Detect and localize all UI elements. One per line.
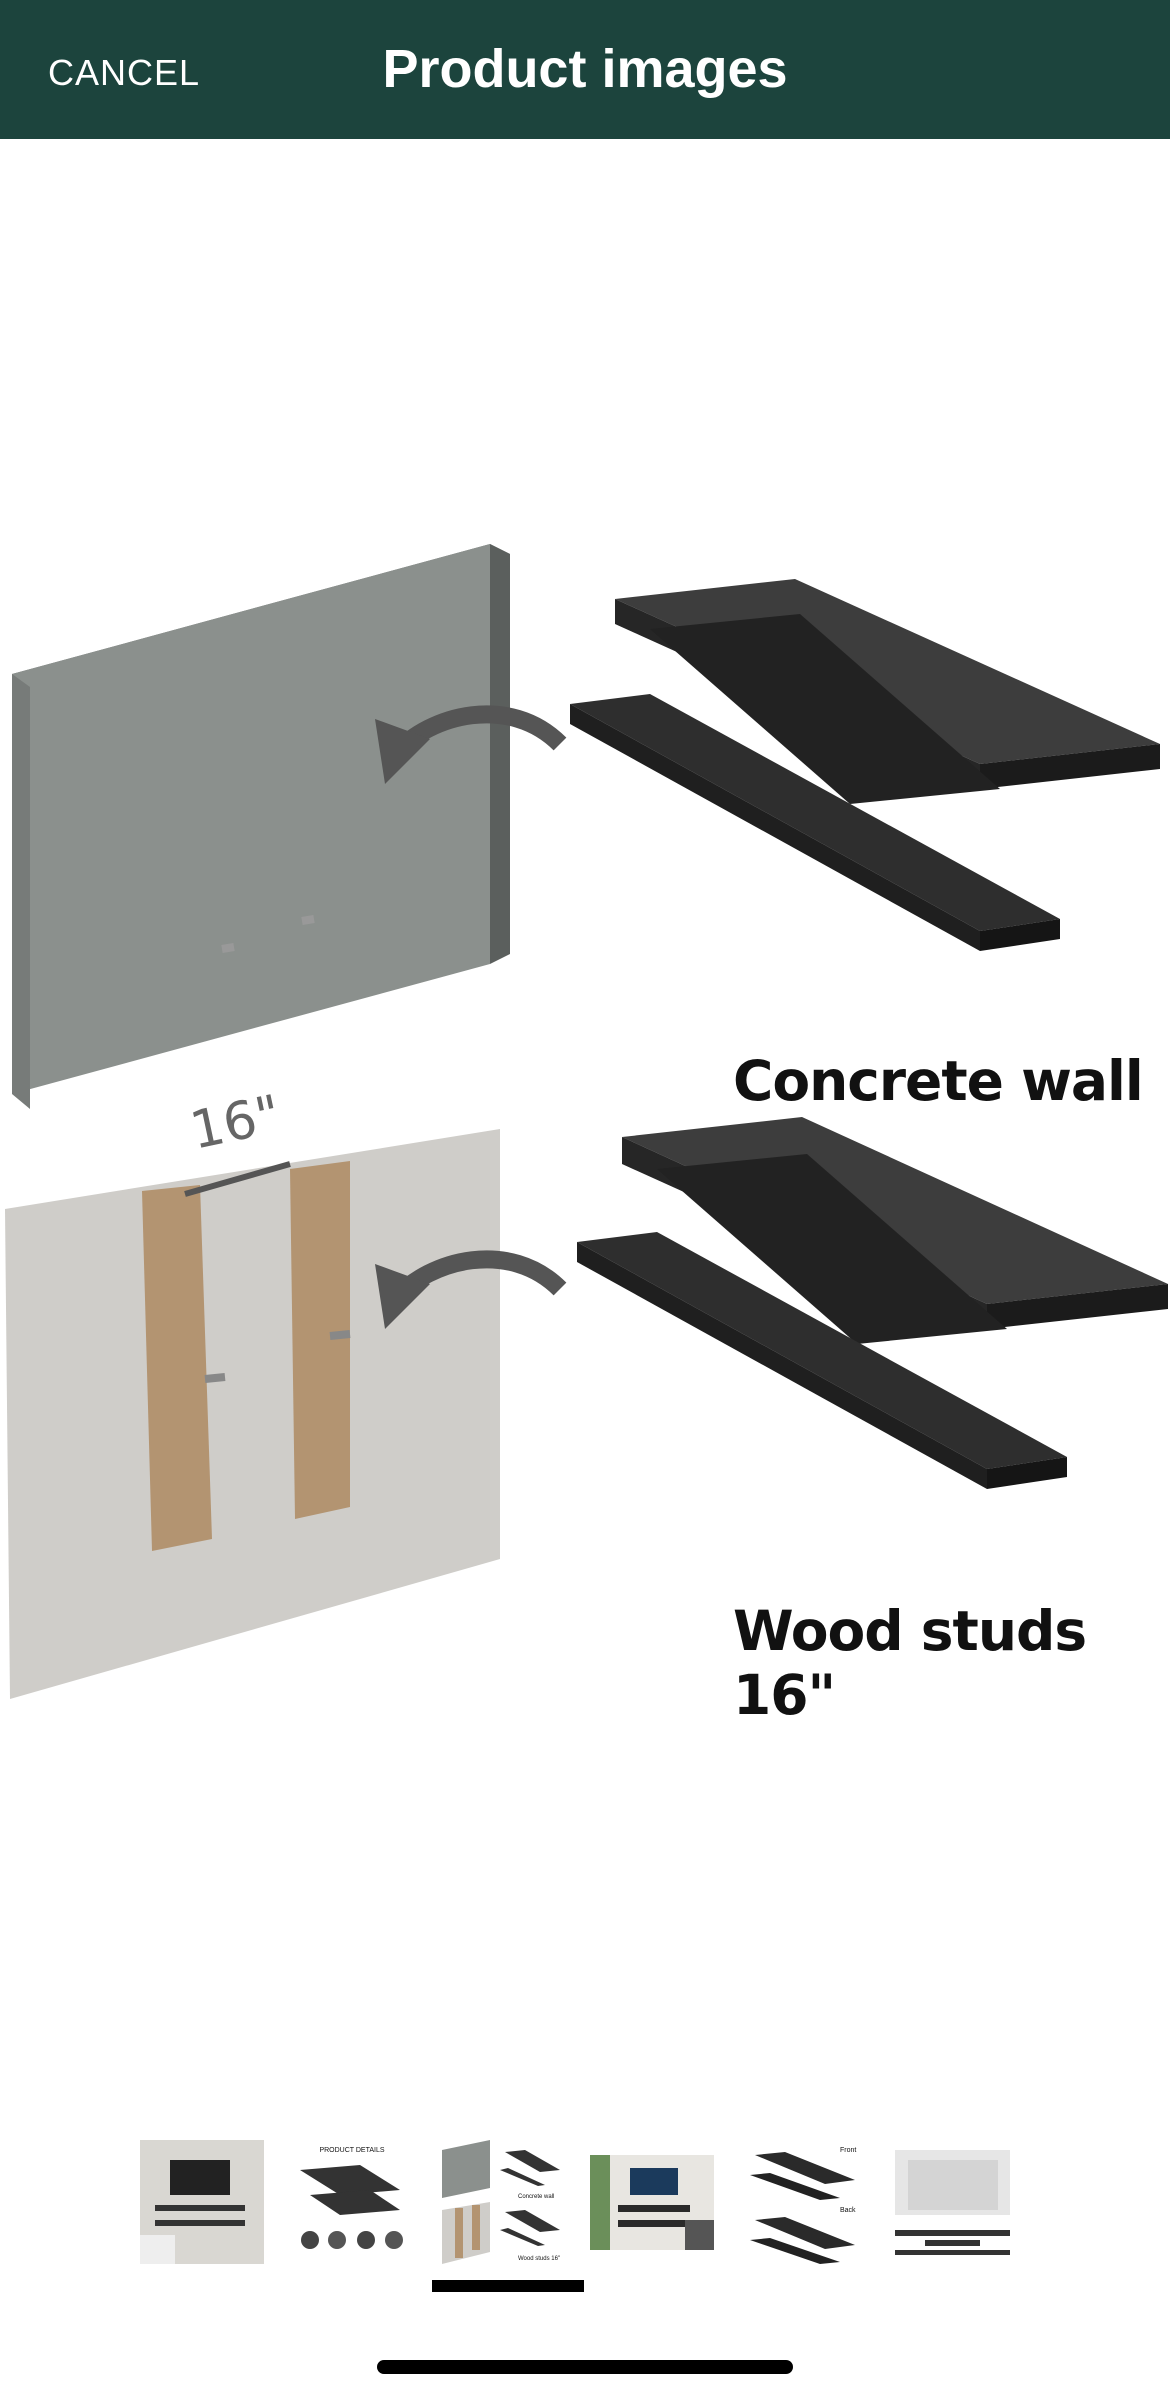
caption-wood-studs: Wood studs 16" bbox=[733, 1599, 1087, 1727]
svg-text:PRODUCT DETAILS: PRODUCT DETAILS bbox=[319, 2147, 384, 2154]
top-bar: CANCEL Product images bbox=[0, 0, 1170, 139]
caption-concrete-wall: Concrete wall bbox=[733, 1049, 1144, 1113]
thumbnail-lifestyle-room[interactable] bbox=[140, 2140, 264, 2264]
svg-text:Front: Front bbox=[840, 2147, 856, 2154]
svg-text:Concrete wall: Concrete wall bbox=[518, 2194, 554, 2200]
page-title: Product images bbox=[382, 39, 788, 99]
thumbnail-living-room-tv[interactable] bbox=[590, 2140, 714, 2264]
active-thumbnail-indicator bbox=[432, 2280, 584, 2292]
shelf-illustration-bottom bbox=[577, 1117, 1168, 1489]
thumbnail-wall-mounting[interactable]: Concrete wall Wood studs 16" bbox=[440, 2140, 564, 2264]
cancel-button[interactable]: CANCEL bbox=[48, 52, 201, 93]
thumbnail-front-back[interactable]: Front Back bbox=[740, 2140, 864, 2264]
home-indicator[interactable] bbox=[377, 2360, 793, 2374]
stud-spacing-label: 16" bbox=[185, 1084, 286, 1161]
thumbnail-dimensions[interactable] bbox=[890, 2140, 1014, 2264]
main-product-image: 16" bbox=[5, 544, 1168, 1699]
thumbnail-strip: PRODUCT DETAILS Concrete wall Wood studs… bbox=[140, 2140, 1040, 2265]
image-viewer[interactable]: 16" Concrete wall Wood studs 16" bbox=[0, 139, 1170, 2099]
svg-text:Back: Back bbox=[840, 2207, 856, 2214]
shelf-illustration-top bbox=[570, 579, 1160, 951]
thumbnail-product-details[interactable]: PRODUCT DETAILS bbox=[290, 2140, 414, 2264]
concrete-wall-illustration bbox=[12, 544, 510, 1109]
drywall-studs-illustration: 16" bbox=[5, 1084, 500, 1699]
svg-text:Wood studs 16": Wood studs 16" bbox=[518, 2256, 560, 2262]
